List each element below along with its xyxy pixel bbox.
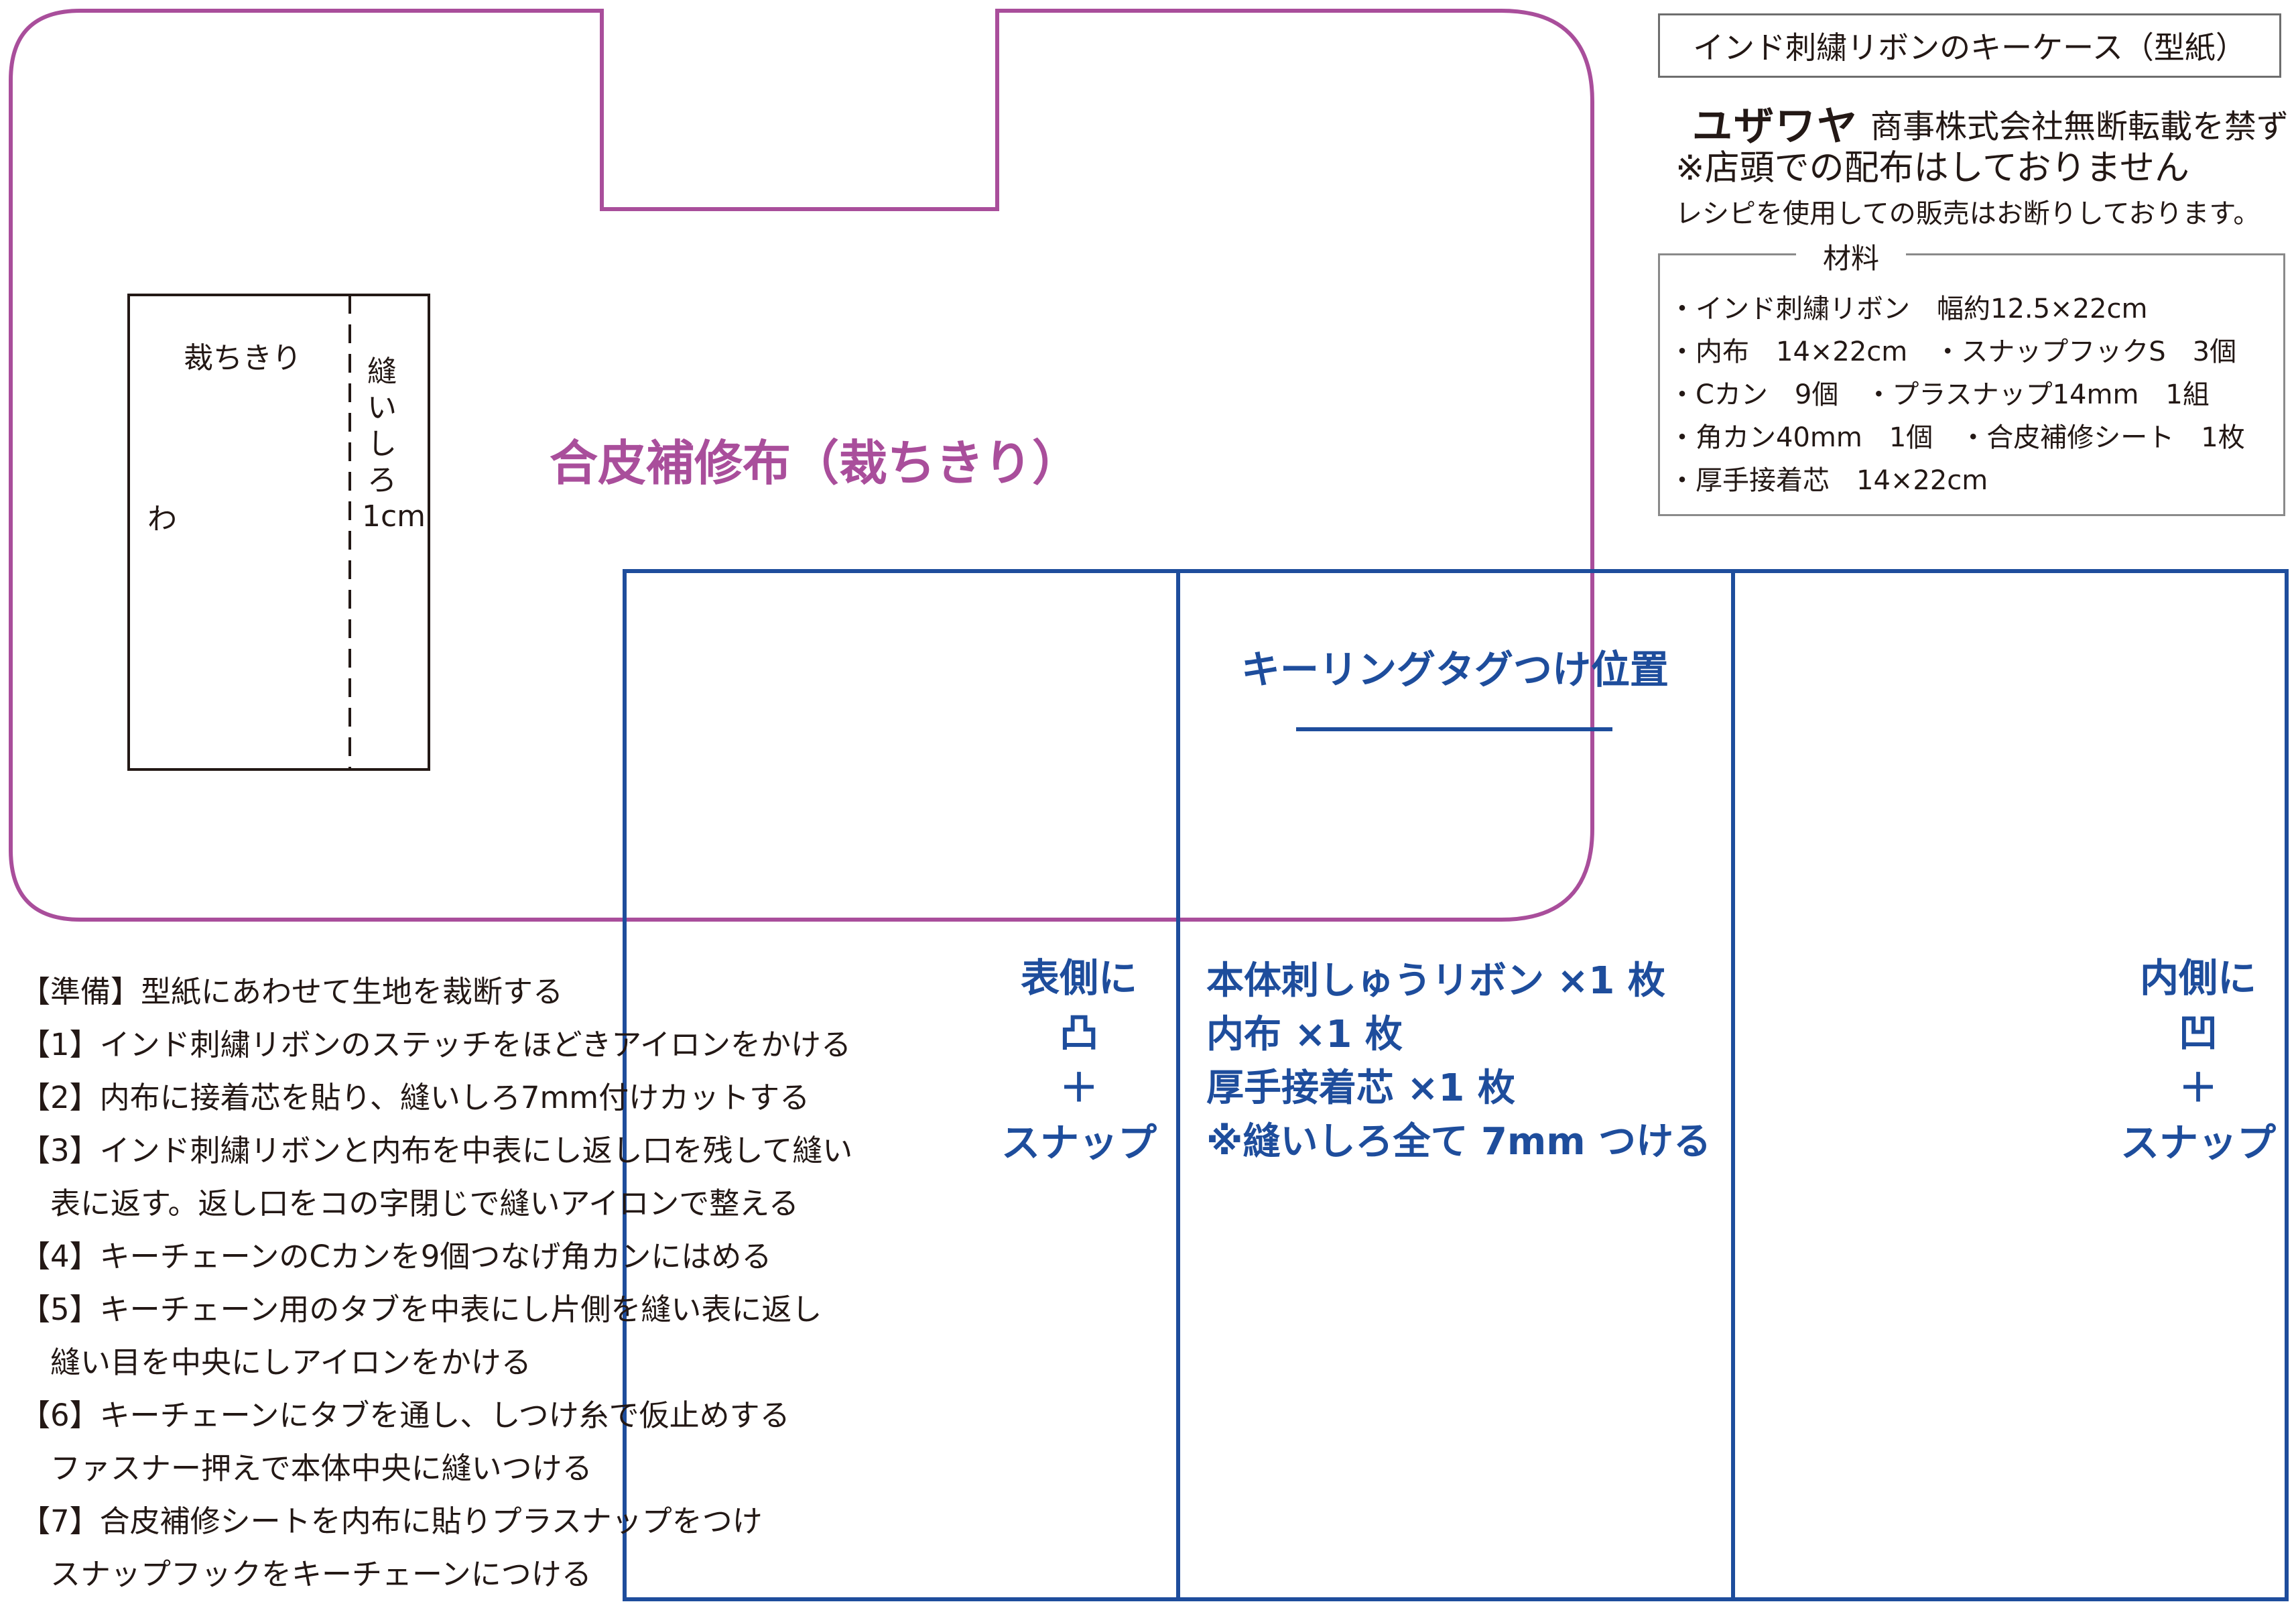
body-parts-list: 本体刺しゅうリボン ×1 枚 内布 ×1 枚 厚手接着芯 ×1 枚 ※縫いしろ全… — [1206, 959, 1712, 1164]
copyright-line: ユザワヤ 商事株式会社無断転載を禁ず — [1692, 94, 2289, 152]
step-line: 【1】インド刺繍リボンのステッチをほどきアイロンをかける — [20, 1027, 852, 1062]
sales-notice: レシピを使用しての販売はお断りしております。 — [1675, 198, 2260, 229]
body-pattern-outline — [623, 569, 2289, 1601]
step-line: 【5】キーチェーン用のタブを中表にし片側を縫い表に返し — [20, 1292, 822, 1327]
right-snap-label: 内側に 凹 ＋ スナップ — [2120, 955, 2276, 1166]
step-line: 【3】インド刺繍リボンと内布を中表にし返し口を残して縫い — [20, 1133, 853, 1168]
step-line: スナップフックをキーチェーンにつける — [20, 1556, 592, 1592]
materials-box — [1658, 253, 2285, 516]
leather-pattern-outline — [9, 9, 1594, 922]
material-item: ・内布 14×22cm ・スナップフックS 3個 — [1669, 336, 2237, 367]
page-title: インド刺繍リボンのキーケース（型紙） — [1658, 13, 2281, 78]
step-line: 【準備】型紙にあわせて生地を裁断する — [20, 974, 564, 1009]
material-item: ・インド刺繍リボン 幅約12.5×22cm — [1669, 294, 2148, 324]
step-line: 【4】キーチェーンのCカンを9個つなげ角カンにはめる — [20, 1239, 772, 1274]
material-item: ・厚手接着芯 14×22cm — [1669, 465, 1988, 496]
distribution-notice: ※店頭での配布はしておりません — [1675, 148, 2189, 188]
step-line: 【6】キーチェーンにタブを通し、しつけ糸で仮止めする — [20, 1398, 790, 1433]
step-line: 【2】内布に接着芯を貼り、縫いしろ7mm付けカットする — [20, 1080, 810, 1115]
keyring-tag-label: キーリングタグつけ位置 — [1241, 647, 1669, 692]
seam-allowance-label: 縫 い し ろ 1cm — [362, 355, 426, 534]
materials-heading: 材料 — [1796, 236, 1907, 277]
left-snap-label: 表側に 凸 ＋ スナップ — [1001, 955, 1157, 1166]
step-line: ファスナー押えで本体中央に縫いつける — [20, 1450, 592, 1486]
tab-piece-outline — [127, 294, 430, 771]
brand-logo: ユザワヤ — [1692, 103, 1858, 150]
cut-label: 裁ちきり — [184, 341, 302, 375]
leather-pattern-title: 合皮補修布（裁ちきり） — [550, 435, 1081, 491]
step-line: 【7】合皮補修シートを内布に貼りプラスナップをつけ — [20, 1503, 763, 1539]
instruction-steps: 【準備】型紙にあわせて生地を裁断する 【1】インド刺繍リボンのステッチをほどきア… — [20, 965, 852, 1601]
step-line: 縫い目を中央にしアイロンをかける — [20, 1345, 531, 1380]
fold-label: わ — [147, 502, 177, 536]
copyright-text: 商事株式会社無断転載を禁ず — [1870, 107, 2289, 145]
step-line: 表に返す。返し口をコの字閉じで縫いアイロンで整える — [20, 1186, 799, 1221]
material-item: ・角カン40mm 1個 ・合皮補修シート 1枚 — [1669, 422, 2245, 453]
material-item: ・Cカン 9個 ・プラスナップ14mm 1組 — [1669, 379, 2210, 410]
